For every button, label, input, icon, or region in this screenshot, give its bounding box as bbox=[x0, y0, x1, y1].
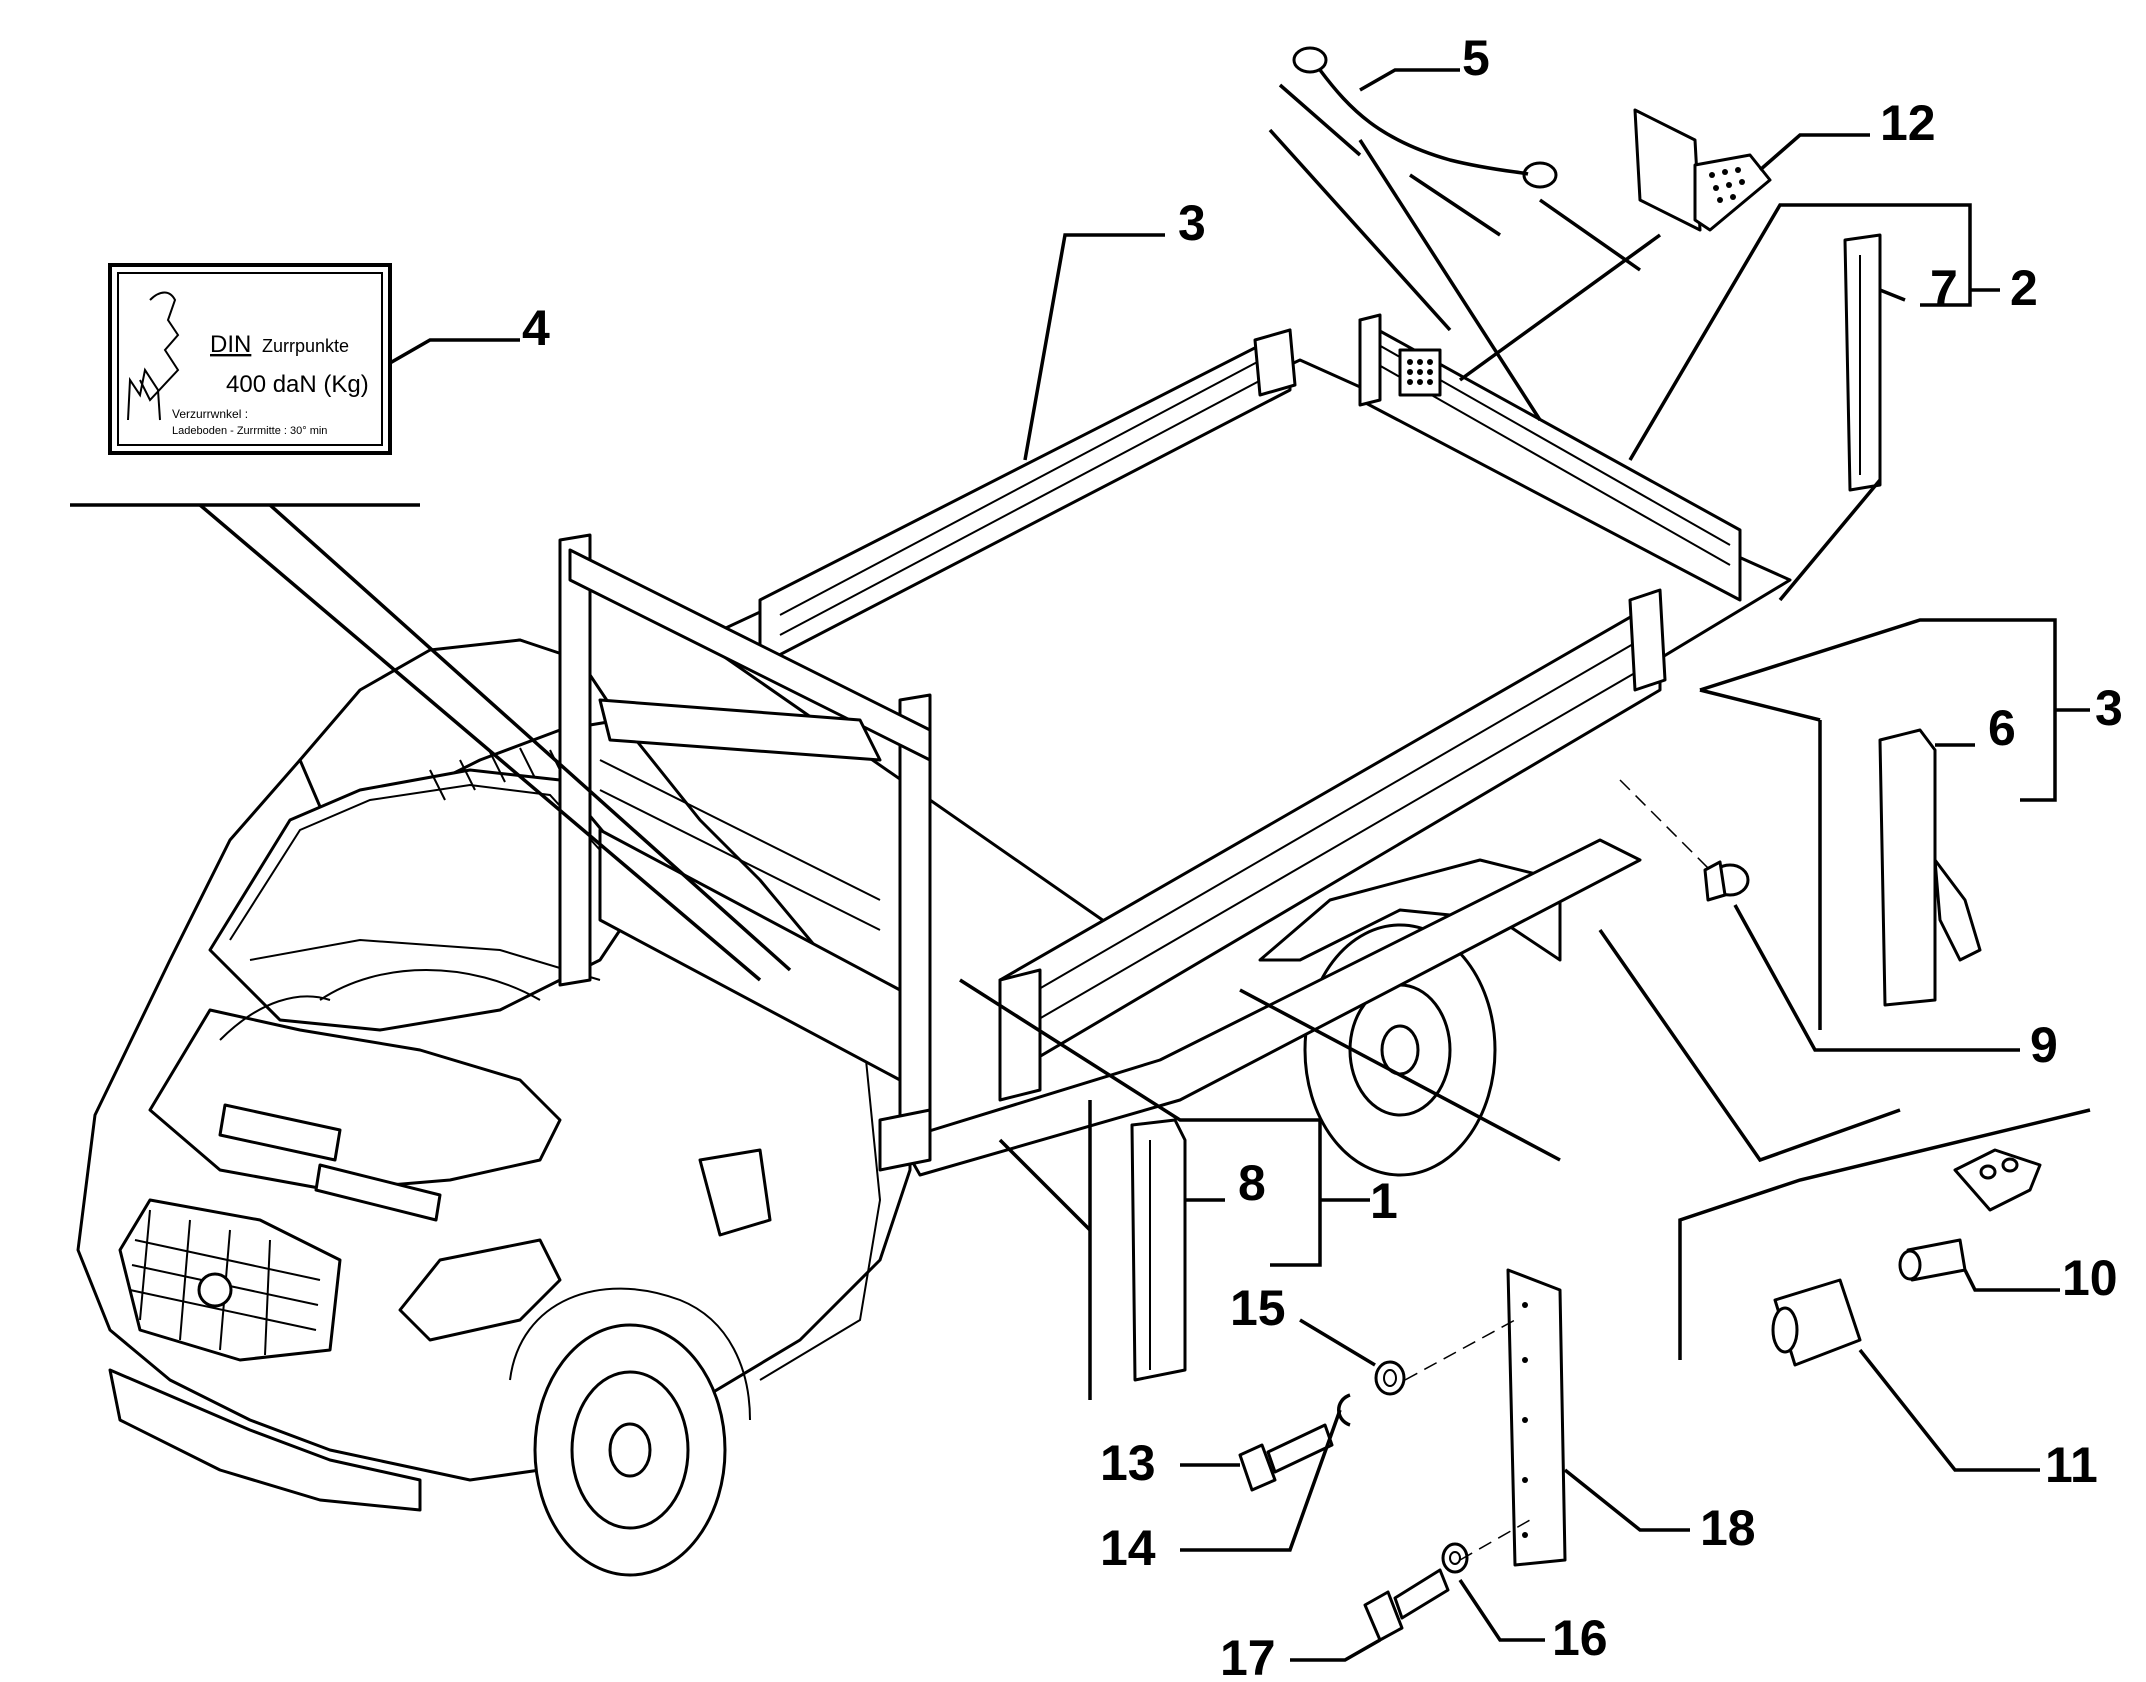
callout-6: 6 bbox=[1988, 700, 2016, 756]
leader-lines bbox=[70, 68, 2091, 1662]
tailboard bbox=[1358, 313, 1742, 602]
label-zurrpunkte: Zurrpunkte bbox=[262, 336, 349, 356]
bolt-13 bbox=[1238, 1423, 1334, 1492]
callout-1: 1 bbox=[1370, 1173, 1398, 1229]
stake-8 bbox=[1130, 1118, 1187, 1382]
washer-15 bbox=[1374, 1360, 1406, 1396]
callout-11: 11 bbox=[2045, 1437, 2098, 1493]
callout-17: 17 bbox=[1220, 1630, 1276, 1682]
hinge-bracket-10 bbox=[1898, 1148, 2042, 1282]
bolt-17 bbox=[1363, 1568, 1450, 1642]
truck-bed bbox=[698, 358, 1792, 1177]
callout-18: 18 bbox=[1700, 1500, 1756, 1556]
label-angle-text: Ladeboden - Zurrmitte : 30° min bbox=[172, 425, 327, 437]
label-angle-title: Verzurrwnkel : bbox=[172, 407, 248, 421]
callout-7: 7 bbox=[1930, 260, 1958, 316]
callout-3-right: 3 bbox=[2095, 680, 2123, 736]
callout-10: 10 bbox=[2062, 1250, 2118, 1306]
lock-washer-14 bbox=[1337, 1393, 1351, 1427]
callout-4: 4 bbox=[522, 300, 550, 356]
callout-5: 5 bbox=[1462, 30, 1490, 86]
callout-13: 13 bbox=[1100, 1435, 1156, 1491]
washer-16 bbox=[1441, 1542, 1469, 1574]
callout-14: 14 bbox=[1100, 1520, 1156, 1576]
stake-7 bbox=[1843, 233, 1882, 492]
callout-9: 9 bbox=[2030, 1017, 2058, 1073]
callout-15: 15 bbox=[1230, 1280, 1286, 1336]
label-din: DIN bbox=[210, 331, 251, 358]
side-board-right bbox=[998, 588, 1667, 1102]
callout-12: 12 bbox=[1880, 95, 1936, 151]
callout-2: 2 bbox=[2010, 260, 2038, 316]
label-plate: DIN Zurrpunkte 400 daN (Kg) Verzurrwnkel… bbox=[108, 263, 392, 455]
callout-8: 8 bbox=[1238, 1155, 1266, 1211]
callout-16: 16 bbox=[1552, 1610, 1608, 1666]
knob-9 bbox=[1703, 860, 1750, 902]
callout-3-top: 3 bbox=[1178, 195, 1206, 251]
cable bbox=[1292, 46, 1558, 189]
hinge-sleeve-11 bbox=[1771, 1278, 1862, 1367]
lock-plate bbox=[1633, 108, 1772, 232]
latch-post-6 bbox=[1878, 728, 1982, 1007]
hinge-strip-18 bbox=[1506, 1268, 1567, 1567]
callouts: 1 2 3 3 4 5 6 7 8 9 10 11 12 13 14 15 16… bbox=[522, 30, 2123, 1682]
label-load: 400 daN (Kg) bbox=[226, 371, 369, 398]
headboard-rack bbox=[558, 533, 932, 1172]
van-cab bbox=[76, 638, 912, 1577]
